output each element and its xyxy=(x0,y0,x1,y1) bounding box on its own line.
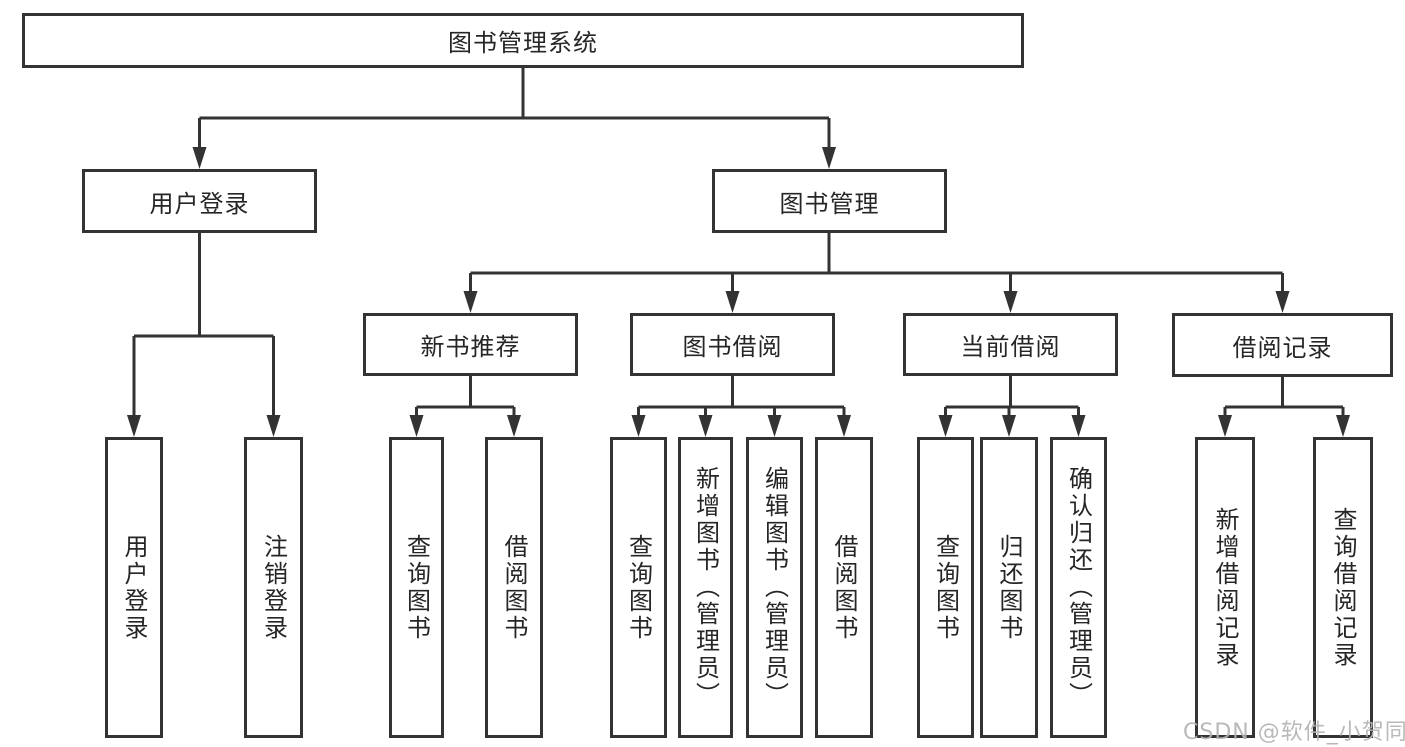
leaf-label: 归还图书 xyxy=(995,533,1023,642)
connector-newbooks-to-leaves xyxy=(409,376,521,437)
leaf-edit-books-admin: 编辑图书（管理员） xyxy=(746,437,803,738)
leaf-label: 借阅图书 xyxy=(830,533,858,642)
leaf-label: 借阅图书 xyxy=(500,533,528,642)
node-book-borrowing: 图书借阅 xyxy=(630,313,835,376)
leaf-add-books-admin: 新增图书（管理员） xyxy=(678,437,733,738)
node-label: 图书管理 xyxy=(779,189,880,218)
connector-userlogin-to-leaves xyxy=(127,233,281,437)
connector-borrowing-to-leaves xyxy=(631,376,851,437)
node-label: 借阅记录 xyxy=(1232,333,1333,362)
node-label: 新书推荐 xyxy=(420,333,521,361)
leaf-borrow-books: 借阅图书 xyxy=(815,437,873,738)
leaf-logout: 注销登录 xyxy=(244,437,303,738)
leaf-label: 查询图书 xyxy=(624,533,653,642)
csdn-watermark: CSDN @软件_小贺同学 xyxy=(1183,720,1405,745)
leaf-return-books: 归还图书 xyxy=(980,437,1038,738)
leaf-label: 新增图书（管理员） xyxy=(691,466,720,709)
leaf-borrow-books-recommend: 借阅图书 xyxy=(485,437,543,738)
leaf-query-borrow-record: 查询借阅记录 xyxy=(1313,437,1373,738)
node-new-book-recommend: 新书推荐 xyxy=(363,313,578,376)
leaf-confirm-return-admin: 确认归还（管理员） xyxy=(1050,437,1107,738)
connector-root-to-level2 xyxy=(192,68,836,169)
node-book-management: 图书管理 xyxy=(712,169,947,233)
leaf-query-books-recommend: 查询图书 xyxy=(389,437,444,738)
leaf-label: 用户登录 xyxy=(120,533,148,642)
connector-bookmgmt-to-level3 xyxy=(463,233,1290,313)
leaf-label: 注销登录 xyxy=(259,533,288,642)
leaf-label: 查询图书 xyxy=(402,533,431,642)
node-user-login: 用户登录 xyxy=(82,169,317,233)
leaf-label: 查询借阅记录 xyxy=(1329,506,1357,669)
leaf-query-books-current: 查询图书 xyxy=(917,437,974,738)
node-borrowing-records: 借阅记录 xyxy=(1172,313,1393,377)
connector-records-to-leaves xyxy=(1218,377,1350,437)
node-label: 图书管理系统 xyxy=(448,29,598,57)
node-current-borrowing: 当前借阅 xyxy=(903,313,1118,376)
leaf-label: 查询图书 xyxy=(931,533,960,642)
leaf-label: 编辑图书（管理员） xyxy=(760,466,789,709)
connector-current-to-leaves xyxy=(938,376,1086,437)
leaf-query-books-borrowing: 查询图书 xyxy=(610,437,667,738)
leaf-label: 确认归还（管理员） xyxy=(1064,466,1093,709)
leaf-label: 新增借阅记录 xyxy=(1211,506,1239,669)
node-label: 当前借阅 xyxy=(960,333,1061,361)
node-root-system: 图书管理系统 xyxy=(22,13,1024,68)
leaf-add-borrow-record: 新增借阅记录 xyxy=(1195,437,1255,738)
node-label: 图书借阅 xyxy=(682,333,783,361)
leaf-user-login: 用户登录 xyxy=(105,437,163,738)
node-label: 用户登录 xyxy=(149,189,250,218)
